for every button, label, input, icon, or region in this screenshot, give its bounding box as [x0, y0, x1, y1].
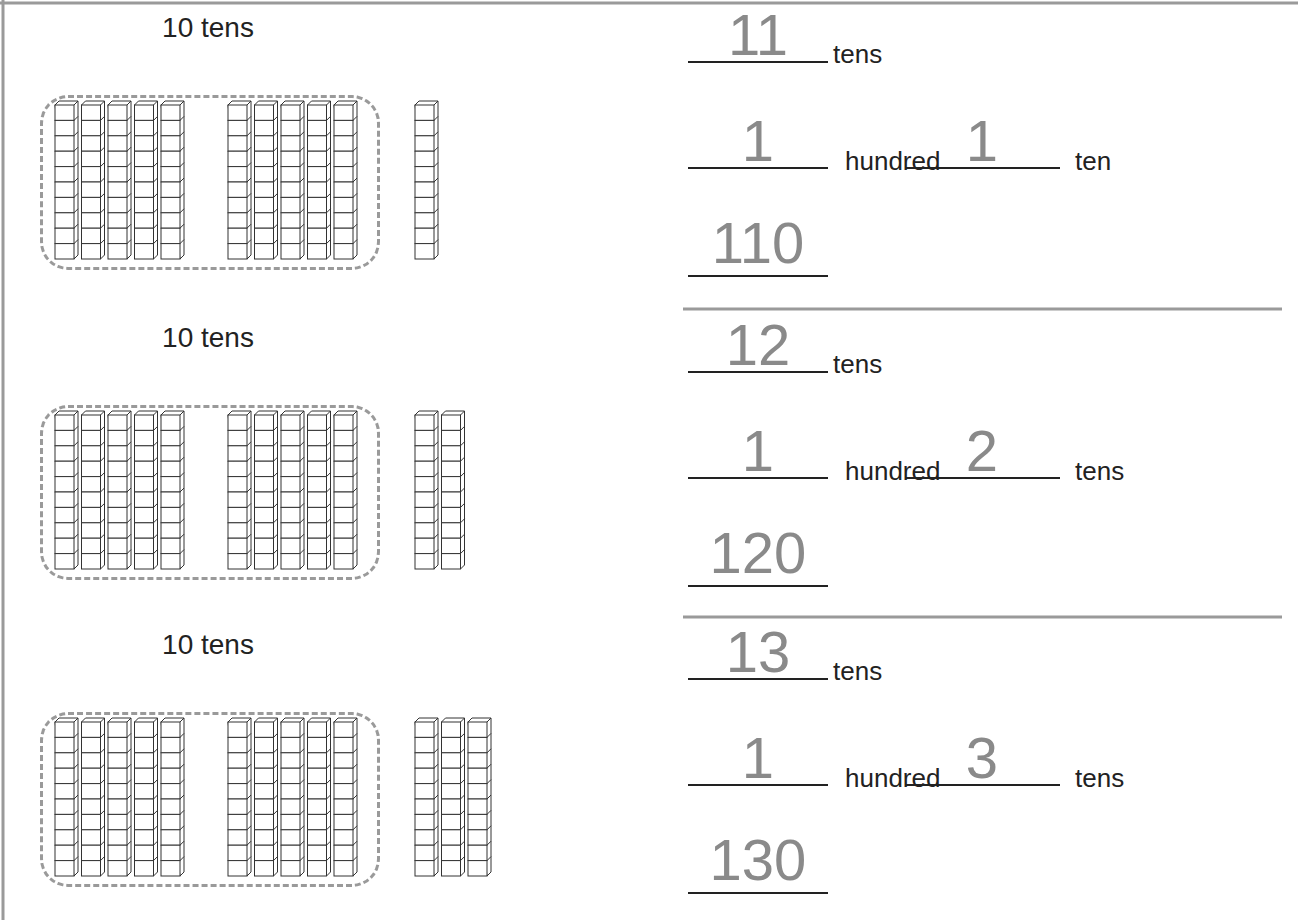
ten-rod: [281, 718, 304, 876]
ten-rod: [55, 718, 78, 876]
answer-digits: 12: [726, 316, 791, 374]
answer-digits: 1: [966, 112, 998, 170]
ten-rod: [228, 718, 251, 876]
unit-word: ten: [1075, 148, 1111, 174]
ten-rod: [108, 411, 131, 569]
answer-digits: 110: [712, 214, 804, 272]
ten-rod: [442, 411, 465, 569]
ten-rod: [228, 411, 251, 569]
ten-rod: [415, 411, 438, 569]
answer-digits: 1: [742, 112, 774, 170]
unit-word: tens: [833, 41, 882, 67]
answer-digits: 3: [966, 729, 998, 787]
tens-group-box: 10 tens: [40, 95, 380, 270]
answer-digits: 1: [742, 422, 774, 480]
ten-rods: [55, 101, 491, 876]
ten-rod: [108, 101, 131, 259]
ten-rod: [161, 718, 184, 876]
ten-rod: [281, 411, 304, 569]
answer-digits: 2: [966, 422, 998, 480]
ten-rod: [415, 101, 438, 259]
answer-line: [688, 892, 828, 894]
ten-rod: [334, 411, 357, 569]
tens-group-box: 10 tens: [40, 712, 380, 887]
tens-group-box: 10 tens: [40, 405, 380, 580]
ten-rod: [308, 718, 331, 876]
ten-rod: [255, 411, 278, 569]
ten-rod: [334, 101, 357, 259]
answer-lines: [688, 62, 1060, 893]
group-heading: 10 tens: [162, 324, 254, 352]
ten-rod: [82, 101, 105, 259]
ten-rod: [135, 718, 158, 876]
ten-rod: [55, 411, 78, 569]
ten-rod: [135, 411, 158, 569]
ten-rod: [442, 718, 465, 876]
ten-rod: [308, 411, 331, 569]
group-heading: 10 tens: [162, 14, 254, 42]
ten-rod: [82, 411, 105, 569]
ten-rod: [415, 718, 438, 876]
answer-digits: 11: [728, 6, 788, 64]
answer-line: [688, 275, 828, 277]
ten-rod: [161, 411, 184, 569]
answer-digits: 13: [726, 623, 791, 681]
unit-word: tens: [833, 351, 882, 377]
ten-rod: [308, 101, 331, 259]
group-heading: 10 tens: [162, 631, 254, 659]
unit-word: hundred: [845, 458, 940, 484]
ten-rod: [82, 718, 105, 876]
unit-word: tens: [833, 658, 882, 684]
ten-rod: [255, 101, 278, 259]
ten-rod: [334, 718, 357, 876]
unit-word: hundred: [845, 765, 940, 791]
ten-rod: [108, 718, 131, 876]
unit-word: hundred: [845, 148, 940, 174]
answer-line: [688, 585, 828, 587]
ten-rod: [55, 101, 78, 259]
unit-word: tens: [1075, 765, 1124, 791]
ten-rod: [468, 718, 491, 876]
ten-rod: [161, 101, 184, 259]
ten-rod: [228, 101, 251, 259]
answer-digits: 130: [710, 831, 807, 889]
ten-rod: [135, 101, 158, 259]
answer-digits: 1: [742, 729, 774, 787]
unit-word: tens: [1075, 458, 1124, 484]
ten-rod: [255, 718, 278, 876]
ten-rod: [281, 101, 304, 259]
answer-digits: 120: [710, 524, 807, 582]
